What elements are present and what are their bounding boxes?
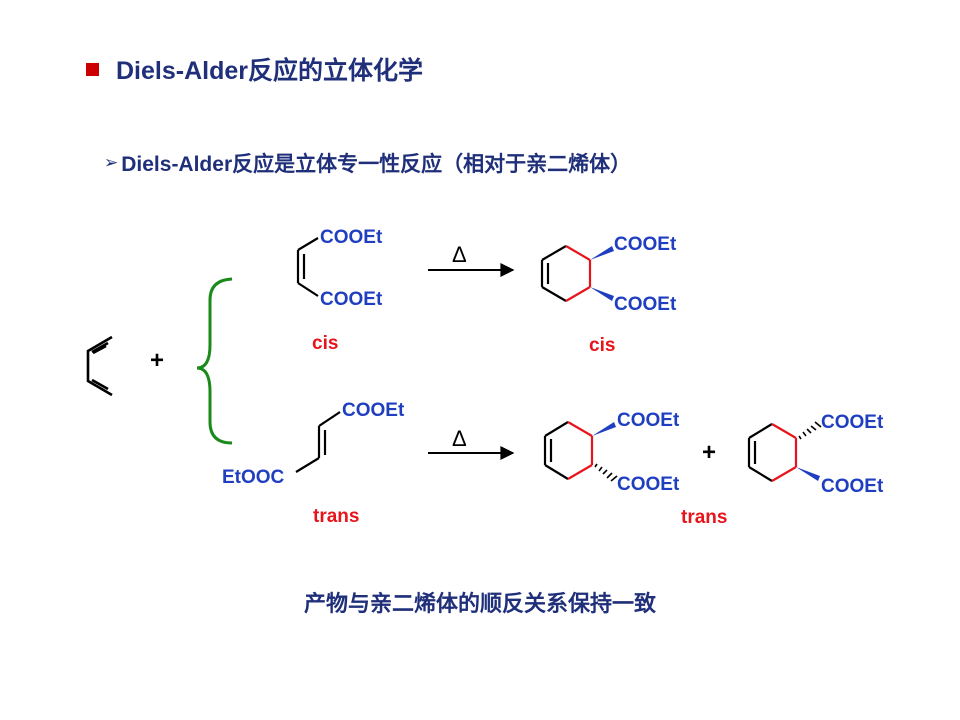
butadiene (86, 335, 113, 397)
trans-product-2-ester-bottom: COOEt (821, 476, 884, 497)
cis-product-ester-bottom: COOEt (614, 294, 677, 315)
plus-sign: + (150, 347, 164, 374)
trans-product-2 (747, 421, 822, 482)
trans-product-label: trans (681, 507, 727, 528)
heat-symbol-cis: Δ (452, 242, 467, 267)
slide-title-text: Diels-Alder反应的立体化学 (116, 57, 423, 85)
trans-dienophile (295, 411, 341, 473)
subtitle-text: Diels-Alder反应是立体专一性反应（相对于亲二烯体） (121, 153, 632, 176)
subtitle: ➢ Diels-Alder反应是立体专一性反应（相对于亲二烯体） (104, 148, 631, 178)
trans-ester-left: EtOOC (222, 467, 285, 488)
cis-ester-bottom: COOEt (320, 289, 383, 310)
slide-title: Diels-Alder反应的立体化学 (86, 52, 423, 86)
trans-ester-top: COOEt (342, 400, 405, 421)
trans-product-1-ester-bottom: COOEt (617, 474, 680, 495)
cis-product-ester-top: COOEt (614, 234, 677, 255)
conclusion-text: 产物与亲二烯体的顺反关系保持一致 (303, 591, 656, 616)
trans-dienophile-label: trans (313, 506, 359, 527)
heat-symbol-trans: Δ (452, 426, 467, 451)
cis-dienophile (296, 237, 319, 297)
trans-product-1-ester-top: COOEt (617, 410, 680, 431)
arrow-bullet-icon: ➢ (104, 153, 119, 172)
trans-product-2-ester-top: COOEt (821, 412, 884, 433)
cis-product (540, 245, 614, 302)
cis-product-label: cis (589, 335, 615, 356)
square-bullet-icon (86, 62, 99, 76)
plus-sign-products: + (702, 439, 716, 466)
trans-product-1 (543, 421, 618, 482)
choice-brace (196, 277, 233, 445)
cis-dienophile-label: cis (312, 333, 338, 354)
cis-ester-top: COOEt (320, 227, 383, 248)
